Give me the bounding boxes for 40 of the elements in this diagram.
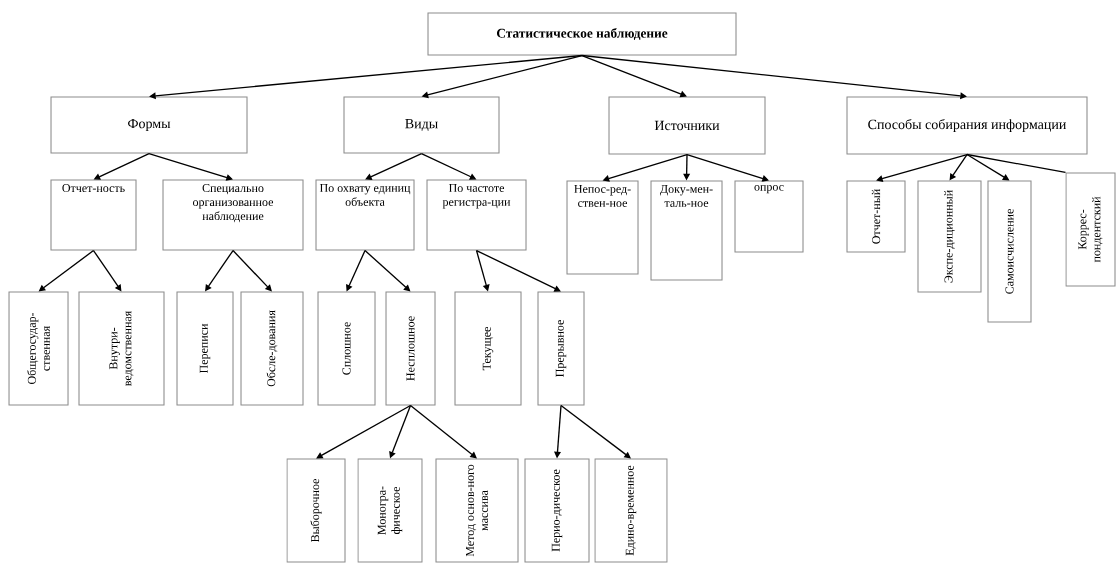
subcategory-box: Моногра-фическое	[357, 458, 423, 563]
subcategory-box: Несплошное	[385, 291, 436, 406]
subcategory-box: Сплошное	[317, 291, 376, 406]
arrow	[148, 152, 233, 181]
subcategory-box: Прерывное	[537, 291, 585, 406]
subcategory-box: Экспе-диционный	[917, 180, 982, 293]
arrow	[686, 153, 769, 182]
subcategory-box: По охвату единиц объекта	[315, 179, 415, 251]
subcategory-box: опрос	[734, 180, 804, 253]
arrow	[409, 404, 477, 459]
subcategory-box: Текущее	[454, 291, 522, 406]
category-box: Источники	[608, 96, 766, 155]
subcategory-box: Обсле-дования	[240, 291, 304, 406]
subcategory-box: Отчет-ность	[50, 179, 137, 251]
title-box: Статистическое наблюдение	[427, 12, 737, 56]
arrow	[876, 153, 968, 183]
arrow	[475, 249, 561, 292]
arrow	[316, 404, 412, 459]
subcategory-box: Непос-ред-ствен-ное	[566, 180, 639, 275]
category-box: Виды	[343, 96, 500, 154]
arrow	[364, 249, 411, 292]
category-box: Способы собирания информации	[846, 96, 1088, 155]
subcategory-box: Перио-дическое	[524, 458, 590, 563]
subcategory-box: Отчет-ный	[846, 180, 906, 253]
subcategory-box: Самоисчисление	[987, 180, 1032, 323]
subcategory-box: Переписи	[176, 291, 234, 406]
arrow	[232, 249, 272, 292]
subcategory-box: Специально организованное наблюдение	[162, 179, 304, 251]
subcategory-box: Общегосудар-ственная	[8, 291, 69, 406]
subcategory-box: Едино-временное	[594, 458, 668, 563]
subcategory-box: Доку-мен-таль-ное	[650, 180, 723, 281]
subcategory-box: Внутри-ведомственная	[78, 291, 165, 406]
arrow	[581, 54, 687, 98]
subcategory-box: Выборочное	[286, 458, 346, 563]
subcategory-box: По частоте регистра-ции	[426, 179, 527, 251]
arrow	[560, 404, 631, 459]
category-box: Формы	[50, 96, 248, 154]
subcategory-box: Коррес-пондентский	[1065, 172, 1116, 287]
arrow	[365, 152, 423, 180]
subcategory-box: Метод основ-ного массива	[435, 458, 519, 563]
